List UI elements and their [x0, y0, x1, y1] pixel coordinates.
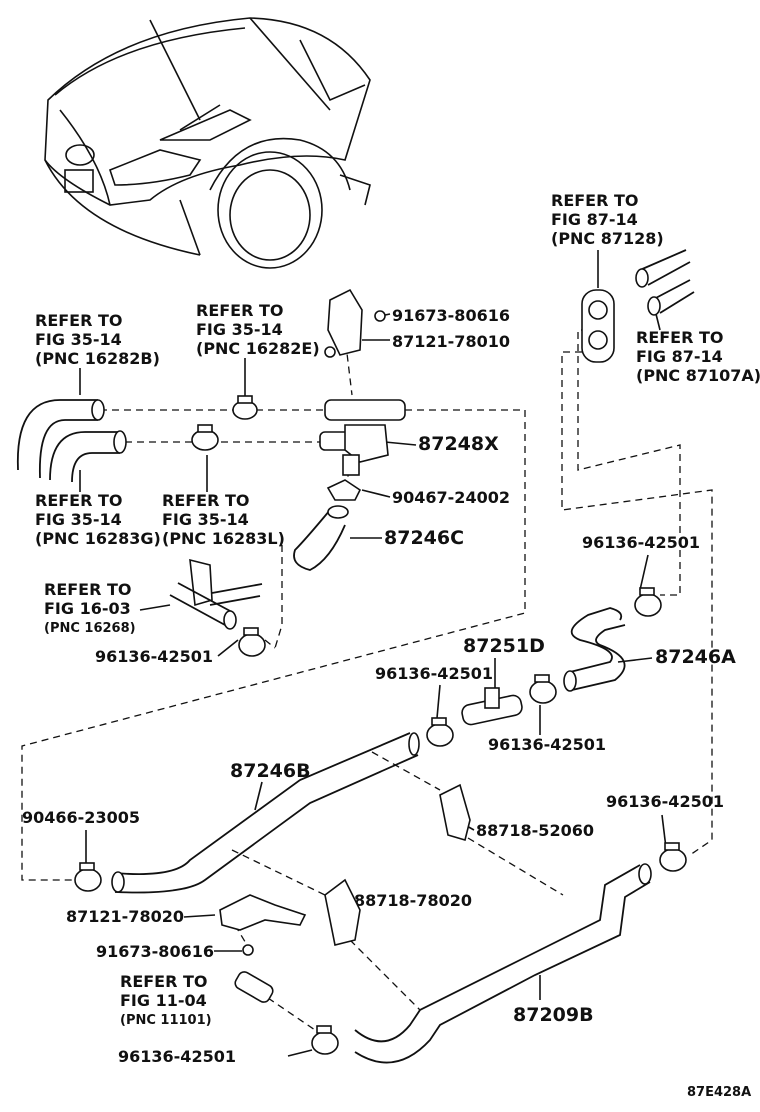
hose-clamp [232, 395, 258, 420]
ref-line-3: (PNC 11101) [120, 1013, 212, 1028]
ref-line-2: FIG 35-14 [196, 320, 283, 339]
reference-11101: REFER TO FIG 11-04 (PNC 11101) [120, 972, 212, 1028]
protector-88718-52060 [439, 783, 471, 842]
protector-88718-78020 [324, 878, 361, 946]
ref-line-2: FIG 35-14 [35, 330, 122, 349]
dashed-connection-lines [21, 294, 713, 1031]
ref-line-1: REFER TO [162, 491, 250, 510]
ref-line-3: (PNC 16282E) [196, 339, 320, 358]
part-label-96136-42501: 96136-42501 [118, 1047, 236, 1066]
hose-87246a [563, 607, 626, 692]
part-label-87121-78020: 87121-78020 [66, 907, 184, 926]
grommet-ref-87128 [581, 289, 615, 363]
ref-line-2: FIG 87-14 [636, 347, 723, 366]
ref-line-1: REFER TO [35, 491, 123, 510]
part-label-96136-42501: 96136-42501 [375, 664, 493, 683]
part-label-91673-80616: 91673-80616 [392, 306, 510, 325]
pipe-ref-16268 [169, 558, 263, 630]
part-label-90466-23005: 90466-23005 [22, 808, 140, 827]
vehicle-front-illustration [44, 17, 371, 269]
part-label-88718-78020: 88718-78020 [354, 891, 472, 910]
ref-line-3: (PNC 16268) [44, 621, 136, 636]
reference-16268: REFER TO FIG 16-03 (PNC 16268) [44, 580, 136, 636]
part-label-87209b: 87209B [513, 1004, 594, 1026]
ref-line-2: FIG 87-14 [551, 210, 638, 229]
part-label-90467-24002: 90467-24002 [392, 488, 510, 507]
hose-ref-16283g [49, 430, 127, 483]
part-label-87248x: 87248X [418, 433, 499, 455]
reference-16283l: REFER TO FIG 35-14 (PNC 16283L) [162, 491, 285, 548]
pipe-ref-11101 [234, 971, 274, 1003]
joint-87251d [461, 687, 523, 726]
part-label-87246c: 87246C [384, 527, 464, 549]
reference-16282b: REFER TO FIG 35-14 (PNC 16282B) [35, 311, 160, 368]
ref-line-2: FIG 35-14 [35, 510, 122, 529]
ref-line-2: FIG 35-14 [162, 510, 249, 529]
hose-87209b [354, 863, 652, 1064]
ref-line-3: (PNC 16283G) [35, 529, 161, 548]
hose-clamp [191, 424, 219, 451]
part-label-87246a: 87246A [655, 646, 736, 668]
hose-87246b [111, 732, 420, 894]
part-label-87251d: 87251D [463, 635, 545, 657]
hose-87246c [293, 505, 349, 571]
ref-line-1: REFER TO [636, 328, 724, 347]
part-label-87246b: 87246B [230, 760, 311, 782]
part-label-96136-42501: 96136-42501 [582, 533, 700, 552]
hose-clamp [426, 717, 454, 747]
part-label-96136-42501: 96136-42501 [606, 792, 724, 811]
part-label-88718-52060: 88718-52060 [476, 821, 594, 840]
ref-line-3: (PNC 87128) [551, 229, 664, 248]
ref-line-3: (PNC 16283L) [162, 529, 285, 548]
ref-line-3: (PNC 16282B) [35, 349, 160, 368]
part-label-87121-78010: 87121-78010 [392, 332, 510, 351]
reference-16282e: REFER TO FIG 35-14 (PNC 16282E) [196, 301, 320, 358]
pipe-ref-87107a [635, 249, 695, 316]
hose-clamp [74, 862, 102, 892]
part-label-96136-42501: 96136-42501 [488, 735, 606, 754]
hose-clamp [529, 674, 557, 704]
part-label-91673-80616: 91673-80616 [96, 942, 214, 961]
hose-clamp [659, 842, 687, 872]
reference-87128: REFER TO FIG 87-14 (PNC 87128) [551, 191, 664, 248]
part-label-96136-42501: 96136-42501 [95, 647, 213, 666]
ref-line-1: REFER TO [196, 301, 284, 320]
ref-line-2: FIG 16-03 [44, 599, 131, 618]
ref-line-3: (PNC 87107A) [636, 366, 760, 385]
figure-code: 87E428A [687, 1085, 751, 1100]
reference-16283g: REFER TO FIG 35-14 (PNC 16283G) [35, 491, 161, 548]
bracket-87121-78010 [324, 288, 386, 358]
reference-87107a: REFER TO FIG 87-14 (PNC 87107A) [636, 328, 760, 385]
clip-90467-24002 [326, 479, 362, 501]
hose-ref-16282b [16, 399, 105, 479]
valve-87248x [319, 399, 406, 476]
hose-clamp [634, 587, 662, 617]
bracket-87121-78020 [219, 894, 307, 956]
ref-line-1: REFER TO [35, 311, 123, 330]
hose-clamp [238, 627, 266, 657]
hose-clamp [311, 1025, 339, 1055]
ref-line-1: REFER TO [551, 191, 639, 210]
ref-line-1: REFER TO [120, 972, 208, 991]
ref-line-2: FIG 11-04 [120, 991, 207, 1010]
ref-line-1: REFER TO [44, 580, 132, 599]
